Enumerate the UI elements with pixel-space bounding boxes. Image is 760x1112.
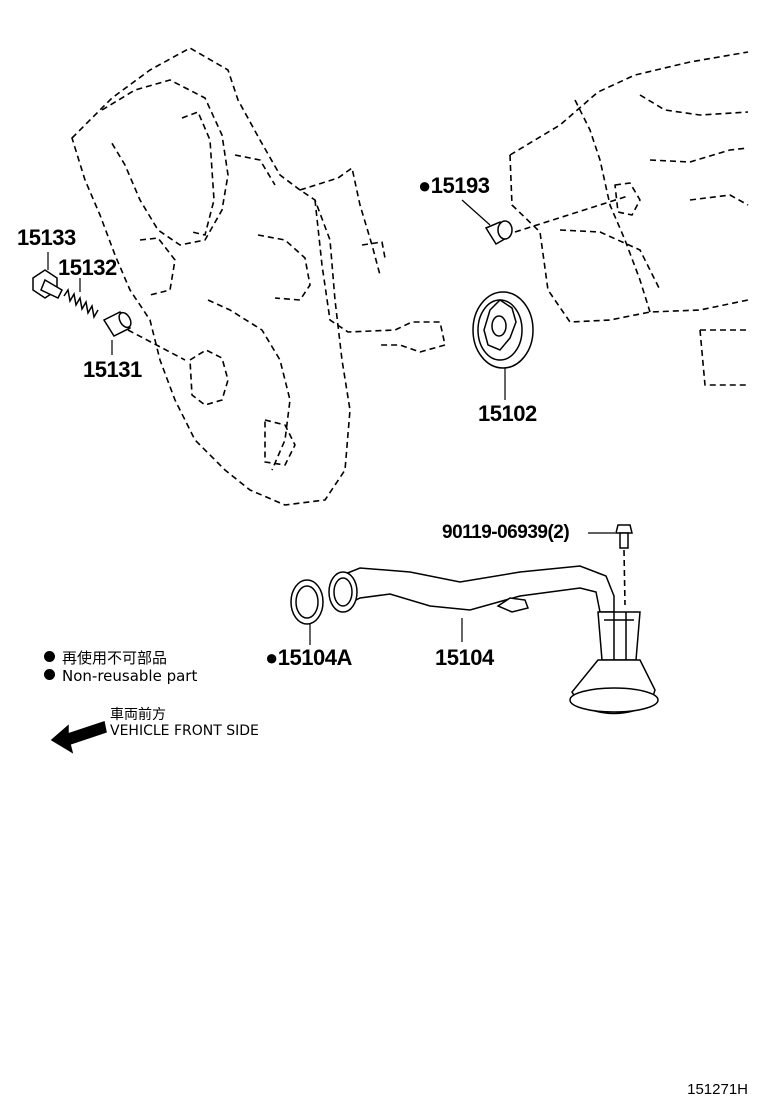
bullet-icon (44, 669, 55, 680)
oil-seal-15193 (484, 220, 513, 246)
part-label-90119-06939: 90119-06939(2) (442, 522, 570, 543)
alignment-lines (127, 195, 629, 606)
gasket-15104A (290, 579, 324, 625)
part-label-15104: 15104 (435, 645, 494, 670)
oil-strainer-15104 (328, 565, 659, 715)
part-label-15102: 15102 (478, 401, 537, 426)
leader-lines (47, 199, 615, 645)
engine-block-outline (509, 51, 749, 386)
legend-non-reusable-en: Non-reusable part (44, 667, 197, 685)
pump-rotor-15102 (472, 291, 534, 369)
vehicle-front-label-jp: 車両前方 (110, 707, 166, 723)
vehicle-front-label-en: VEHICLE FRONT SIDE (110, 723, 259, 739)
relief-spring-15132 (63, 288, 99, 320)
part-label-15132: 15132 (58, 255, 117, 280)
non-reusable-marker: ● (418, 173, 431, 198)
part-label-15131: 15131 (83, 357, 142, 382)
non-reusable-marker: ● (265, 645, 278, 670)
front-direction-arrow-icon (50, 721, 107, 754)
part-label-15104A: ●15104A (265, 645, 352, 670)
illustration-reference-code: 151271H (687, 1081, 748, 1098)
legend-non-reusable-jp: 再使用不可部品 (44, 647, 167, 668)
part-label-15193: ●15193 (418, 173, 490, 198)
timing-cover-outline (71, 47, 446, 506)
relief-valve-15131 (102, 311, 132, 337)
part-label-15133: 15133 (17, 225, 76, 250)
bullet-icon (44, 651, 55, 662)
bolt-90119 (615, 524, 633, 549)
relief-plug-15133 (32, 269, 63, 299)
